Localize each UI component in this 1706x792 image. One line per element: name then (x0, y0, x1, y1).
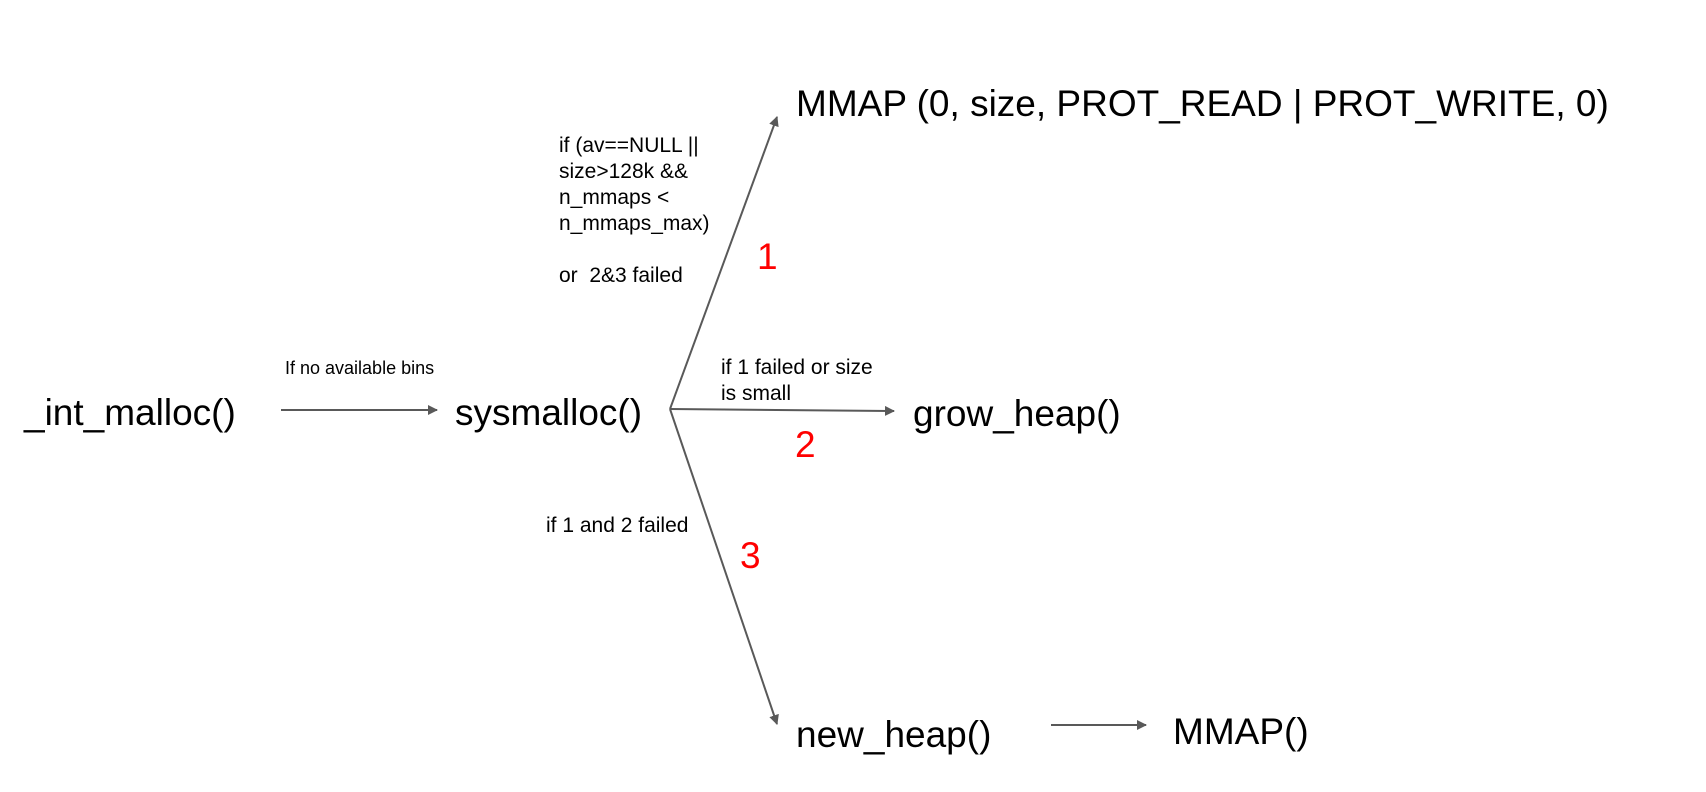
label-no-available-bins: If no available bins (285, 358, 435, 378)
arrow-path-1-to-mmap (669, 116, 779, 410)
path-number-1: 1 (757, 236, 778, 277)
node-mmap-plain: MMAP() (1173, 711, 1309, 752)
node-mmap-call: MMAP (0, size, PROT_READ | PROT_WRITE, 0… (796, 83, 1609, 124)
path-number-3: 3 (740, 535, 761, 576)
node-grow-heap: grow_heap() (913, 393, 1121, 434)
path-number-2: 2 (795, 424, 816, 465)
arrow-path-2-to-grow-heap (669, 405, 895, 416)
node-int-malloc: _int_malloc() (24, 392, 236, 433)
node-new-heap: new_heap() (796, 714, 992, 755)
arrow-path-3-to-new-heap (669, 408, 779, 725)
label-path-2-condition: if 1 failed or size is small (721, 356, 873, 406)
label-path-3-condition: if 1 and 2 failed (546, 514, 689, 537)
node-sysmalloc: sysmalloc() (455, 392, 643, 433)
label-path-1-condition: if (av==NULL || size>128k && n_mmaps < n… (559, 134, 710, 288)
